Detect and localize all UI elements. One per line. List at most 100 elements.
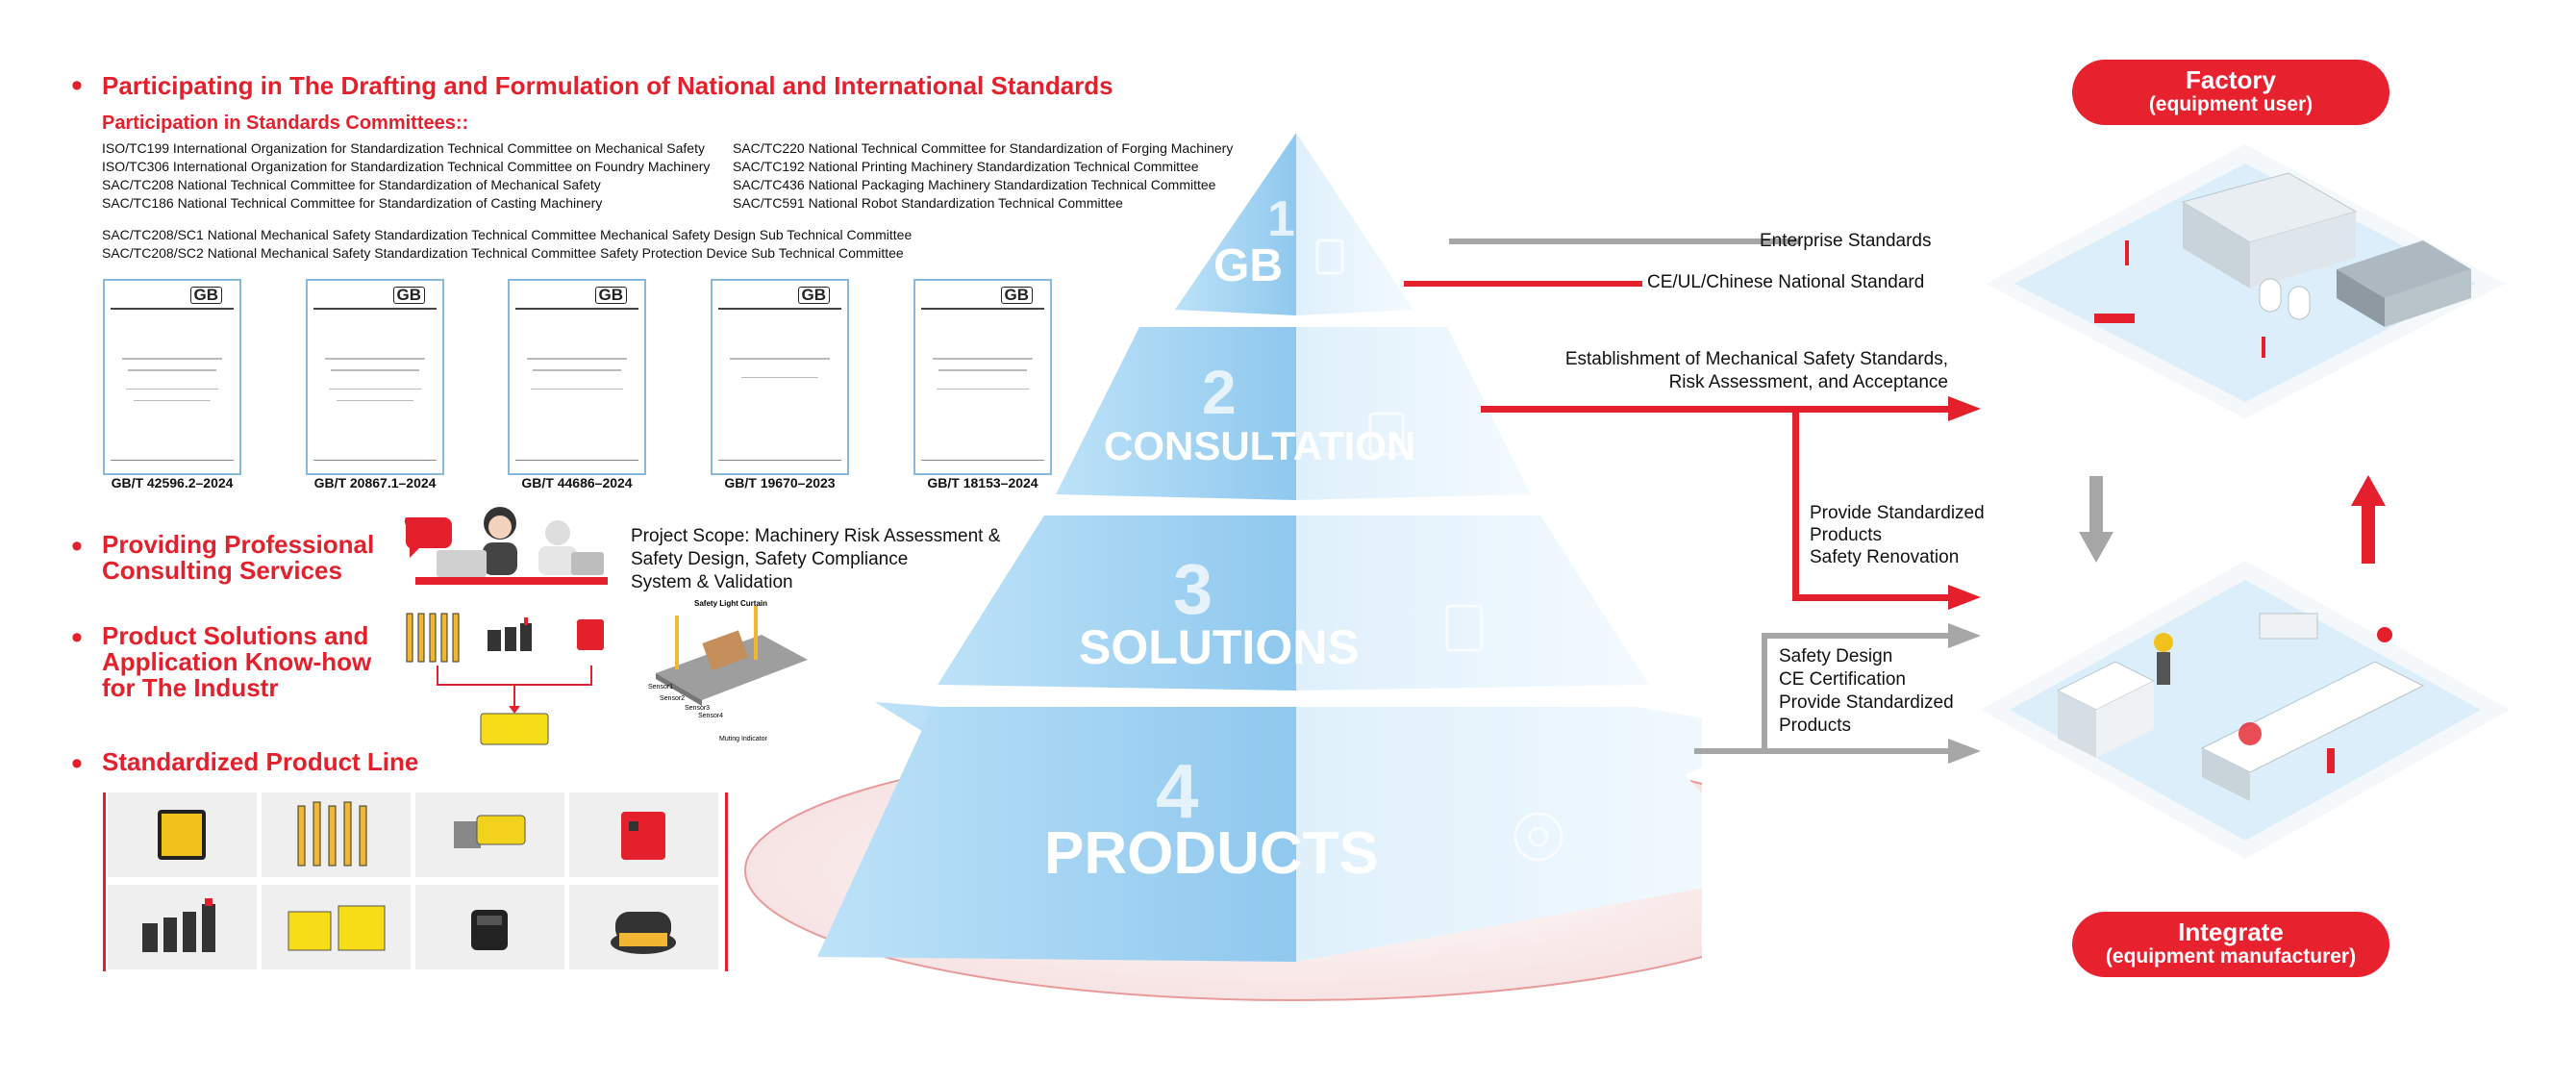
committees-col1: ISO/TC199 International Organization for…	[102, 139, 710, 213]
committee-item: SAC/TC186 National Technical Committee f…	[102, 195, 603, 211]
document-icon	[1315, 239, 1344, 275]
tier-label: SOLUTIONS	[1079, 620, 1360, 674]
provide-label: Provide Standardized Products Safety Ren…	[1810, 502, 1985, 568]
product-cell	[415, 792, 564, 877]
sensor-label: Sensor3	[685, 705, 710, 712]
document-label: GB/T 42596.2–2024	[111, 475, 234, 490]
product-cell	[569, 792, 718, 877]
solutions-title-line: Product Solutions and	[102, 621, 369, 650]
document-label: GB/T 19670–2023	[724, 475, 836, 490]
factory-badge: Factory (equipment user)	[2072, 60, 2389, 125]
bullet: •	[71, 745, 83, 782]
pyramid-tier-3	[938, 515, 1296, 691]
flow-arrows	[1404, 239, 1981, 764]
pyramid-tier-2	[1056, 327, 1296, 500]
tier-label: PRODUCTS	[1044, 820, 1379, 887]
product-cell	[569, 885, 718, 969]
pyramid-tier-1-side	[1296, 133, 1413, 315]
pyramid-tier-1	[1175, 133, 1296, 315]
project-scope-line: System & Validation	[631, 572, 793, 592]
standard-document: GB	[103, 279, 241, 475]
product-cell	[415, 885, 564, 969]
factory-title: Factory	[2186, 65, 2276, 94]
establishment-line: Establishment of Mechanical Safety Stand…	[1564, 349, 1948, 369]
tier-number: 3	[1173, 549, 1213, 629]
integrate-title: Integrate	[2178, 918, 2284, 946]
pyramid-tier-2-side	[1296, 327, 1531, 500]
project-scope-line: Project Scope: Machinery Risk Assessment…	[631, 526, 1001, 546]
establishment-label: Establishment of Mechanical Safety Stand…	[1529, 348, 1948, 394]
gb-badge: GB	[1000, 287, 1033, 304]
committee-item: SAC/TC192 National Printing Machinery St…	[733, 159, 1199, 174]
provide-line: Provide Standardized	[1810, 503, 1985, 523]
document-label: GB/T 20867.1–2024	[313, 475, 437, 490]
standard-document: GB	[711, 279, 849, 475]
document-label: GB/T 44686–2024	[521, 475, 633, 490]
solutions-title: Product Solutions and Application Know-h…	[102, 623, 371, 701]
tier-number: 4	[1156, 748, 1199, 834]
tier-number: 2	[1202, 358, 1237, 427]
committees-col2: SAC/TC220 National Technical Committee f…	[733, 139, 1233, 213]
document-label: GB/T 18153–2024	[927, 475, 1038, 490]
committee-item: SAC/TC591 National Robot Standardization…	[733, 195, 1123, 211]
curtain-label: Safety Light Curtain	[694, 599, 767, 608]
provide-line: Products	[1810, 525, 1882, 545]
safety-label: Safety Design CE Certification Provide S…	[1779, 645, 1954, 738]
bullet: •	[71, 67, 83, 104]
committees-title: Participation in Standards Committees::	[102, 113, 469, 134]
consulting-title-line: Providing Professional	[102, 530, 375, 559]
arrow-up-icon	[2351, 475, 2386, 564]
enterprise-label: Enterprise Standards	[1760, 231, 1932, 251]
project-scope: Project Scope: Machinery Risk Assessment…	[631, 525, 1000, 594]
pyramid-tier-3-side	[1296, 515, 1649, 691]
committee-item: SAC/TC436 National Packaging Machinery S…	[733, 177, 1216, 192]
standard-document: GB	[306, 279, 444, 475]
safety-line: CE Certification	[1779, 669, 1906, 690]
sensor-label: Sensor1	[648, 684, 673, 691]
bullet: •	[71, 619, 83, 656]
committee-item: ISO/TC199 International Organization for…	[102, 140, 705, 156]
muting-label: Muting Indicator	[719, 736, 767, 742]
tier-number: 1	[1267, 191, 1295, 247]
product-cell	[108, 792, 257, 877]
solutions-title-line: Application Know-how	[102, 647, 372, 676]
product-solutions-illustration	[406, 613, 604, 745]
sensor-label: Sensor4	[698, 713, 723, 719]
committees-sub: SAC/TC208/SC1 National Mechanical Safety…	[102, 226, 912, 263]
factory-illustration	[1986, 144, 2505, 418]
tier-label: CONSULTATION	[1104, 423, 1415, 468]
arrow-down-icon	[2079, 476, 2113, 563]
safety-line: Products	[1779, 716, 1851, 736]
checklist-icon	[1368, 412, 1405, 456]
consulting-title: Providing Professional Consulting Servic…	[102, 532, 374, 584]
pyramid-diagram: 1 GB 2 CONSULTATION 3 SOLUTIONS 4 PRODUC…	[744, 133, 1702, 1001]
report-icon	[1445, 604, 1484, 652]
main-heading: Participating in The Drafting and Formul…	[102, 71, 1113, 100]
gb-badge: GB	[189, 287, 222, 304]
integrate-subtitle: (equipment manufacturer)	[2105, 945, 2357, 968]
product-cell	[108, 885, 257, 969]
committee-item: SAC/TC208 National Technical Committee f…	[102, 177, 601, 192]
integrator-illustration	[1981, 561, 2510, 859]
sensor-label: Sensor2	[660, 695, 685, 702]
bullet: •	[71, 528, 83, 565]
provide-line: Safety Renovation	[1810, 547, 1960, 567]
product-line-title: Standardized Product Line	[102, 747, 419, 776]
establishment-line: Risk Assessment, and Acceptance	[1668, 372, 1948, 392]
committee-item: SAC/TC220 National Technical Committee f…	[733, 140, 1234, 156]
safety-line: Safety Design	[1779, 646, 1893, 666]
gb-badge: GB	[594, 287, 627, 304]
tier-label: GB	[1213, 240, 1283, 291]
standard-document: GB	[913, 279, 1052, 475]
safety-line: Provide Standardized	[1779, 692, 1954, 713]
factory-subtitle: (equipment user)	[2148, 93, 2313, 115]
standard-document: GB	[508, 279, 646, 475]
gear-icon	[1513, 812, 1563, 862]
solutions-title-line: for The Industr	[102, 673, 279, 702]
ce-label: CE/UL/Chinese National Standard	[1647, 272, 1925, 292]
gb-badge: GB	[392, 287, 425, 304]
gb-badge: GB	[797, 287, 830, 304]
project-scope-line: Safety Design, Safety Compliance	[631, 549, 909, 569]
consultant-illustration	[404, 507, 608, 585]
committee-item: ISO/TC306 International Organization for…	[102, 159, 711, 174]
